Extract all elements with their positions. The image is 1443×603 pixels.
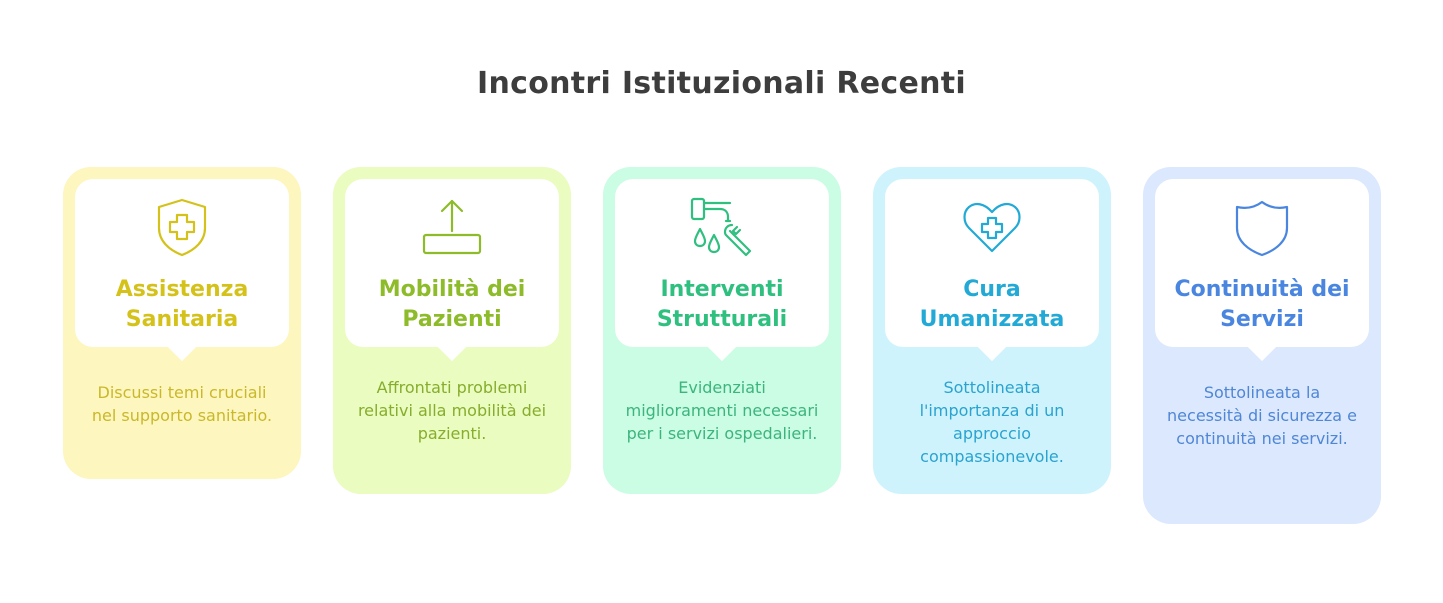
heart-plus-icon — [960, 195, 1024, 259]
plumbing-repair-icon — [690, 195, 754, 259]
card-description: Sottolineata la necessità di sicurezza e… — [1167, 383, 1357, 448]
card-cura-umanizzata: Cura Umanizzata Sottolineata l'importanz… — [873, 167, 1111, 494]
card-notch — [977, 332, 1007, 362]
shield-plus-icon — [150, 195, 214, 259]
card-title: Mobilità dei Pazienti — [378, 277, 526, 332]
diagram-title: Incontri Istituzionali Recenti — [477, 66, 966, 101]
card-header: Mobilità dei Pazienti — [345, 179, 559, 362]
card-title: Interventi Strutturali — [656, 277, 788, 332]
card-title: Cura Umanizzata — [919, 277, 1065, 332]
card-description: Evidenziati miglioramenti necessari per … — [625, 378, 819, 443]
card-header: Interventi Strutturali — [615, 179, 829, 362]
shield-icon — [1230, 195, 1294, 259]
card-title: Continuità dei Servizi — [1174, 277, 1350, 332]
card-interventi-strutturali: Interventi Strutturali Evidenziati migli… — [603, 167, 841, 494]
card-description: Sottolineata l'importanza di un approcci… — [919, 378, 1065, 466]
card-mobilita-dei-pazienti: Mobilità dei Pazienti Affrontati problem… — [333, 167, 571, 494]
card-notch — [167, 332, 197, 362]
card-header: Cura Umanizzata — [885, 179, 1099, 362]
card-description: Affrontati problemi relativi alla mobili… — [357, 378, 547, 443]
card-assistenza-sanitaria: Assistenza Sanitaria Discussi temi cruci… — [63, 167, 301, 479]
card-notch — [437, 332, 467, 362]
card-notch — [1247, 332, 1277, 362]
card-header: Assistenza Sanitaria — [75, 179, 289, 362]
card-notch — [707, 332, 737, 362]
card-continuita-dei-servizi: Continuità dei Servizi Sottolineata la n… — [1143, 167, 1381, 524]
upload-icon — [420, 195, 484, 259]
card-description: Discussi temi cruciali nel supporto sani… — [91, 383, 273, 425]
card-title: Assistenza Sanitaria — [115, 277, 249, 332]
card-header: Continuità dei Servizi — [1155, 179, 1369, 362]
